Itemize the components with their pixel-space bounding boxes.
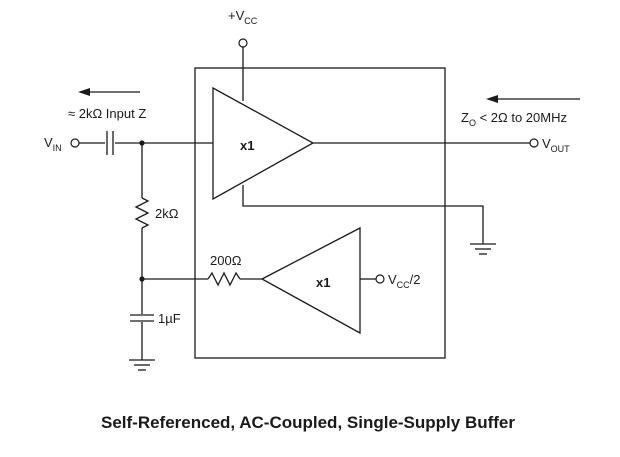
- vcc-half-label: VCC/2: [388, 272, 421, 290]
- left-ground-symbol: [129, 359, 155, 371]
- buffer-ground-wire: [242, 185, 484, 244]
- resistor-200: [207, 271, 241, 287]
- input-capacitor: [106, 131, 114, 155]
- capacitor-1u-label: 1µF: [158, 311, 181, 326]
- input-impedance-label: ≈ 2kΩ Input Z: [68, 106, 146, 121]
- resistor-200-label: 200Ω: [210, 253, 242, 268]
- resistor-2k-label: 2kΩ: [155, 206, 179, 221]
- ic-package-box: [194, 67, 446, 359]
- bottom-buffer-triangle: [260, 226, 361, 335]
- right-ground-symbol: [470, 243, 496, 255]
- vcc-supply-label: +VCC: [228, 8, 258, 26]
- output-arrow: [486, 95, 580, 103]
- bypass-capacitor: [130, 314, 154, 322]
- vin-label: VIN: [44, 135, 62, 153]
- input-arrow: [78, 88, 140, 96]
- vout-label: VOUT: [542, 136, 570, 154]
- resistor-2k: [134, 197, 150, 229]
- vin-terminal: [70, 138, 80, 148]
- figure-caption: Self-Referenced, AC-Coupled, Single-Supp…: [101, 413, 515, 432]
- top-buffer-gain: x1: [240, 138, 254, 153]
- top-buffer-triangle: [212, 86, 315, 201]
- vcc-half-terminal: [375, 274, 385, 284]
- output-impedance-label: ZO < 2Ω to 20MHz: [461, 110, 567, 128]
- vcc-terminal: [238, 38, 248, 48]
- vout-terminal: [529, 138, 539, 148]
- bottom-buffer-gain: x1: [316, 275, 330, 290]
